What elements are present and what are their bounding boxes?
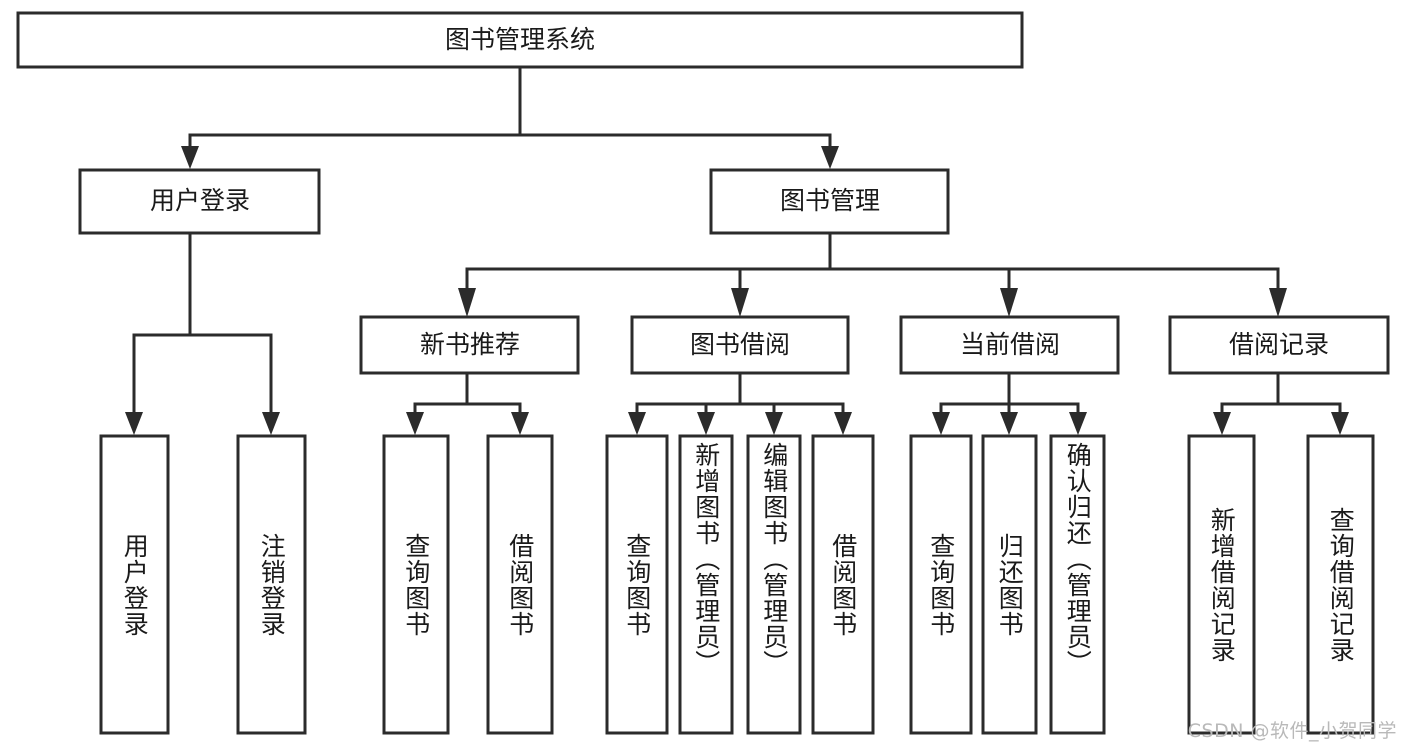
node-new-book-recommend-label: 新书推荐 (420, 330, 520, 359)
node-user-login[interactable]: 用户登录 (78, 168, 321, 235)
node-book-management-label: 图书管理 (780, 186, 880, 215)
arrow-to-leaf-rec-borrow (511, 412, 529, 435)
arrow-to-borrow-record (1269, 288, 1287, 317)
node-user-login-rect[interactable] (78, 168, 321, 235)
leaf-rect-edit-book-admin[interactable] (746, 434, 802, 735)
node-borrow-record-label: 借阅记录 (1229, 330, 1329, 359)
leaf-rect-add-borrow-record[interactable] (1187, 434, 1256, 735)
node-book-borrow[interactable]: 图书借阅 (630, 315, 850, 375)
node-user-login-label: 用户登录 (150, 186, 250, 215)
arrow-to-leaf-rec-query (406, 412, 424, 435)
leaf-rect-logout[interactable] (236, 434, 307, 735)
leaf-rect-return-book[interactable] (981, 434, 1038, 735)
arrow-to-leaf-borrow-query (628, 412, 646, 435)
arrow-to-current-borrow (1000, 288, 1018, 317)
leaf-rect-borrow-book[interactable] (811, 434, 875, 735)
leaf-rect-user-login[interactable] (99, 434, 170, 735)
csdn-watermark: CSDN @软件_小贺同学 (1187, 720, 1397, 742)
arrow-to-leaf-user-login (125, 412, 143, 435)
node-book-borrow-rect[interactable] (630, 315, 850, 375)
node-borrow-record-rect[interactable] (1168, 315, 1390, 375)
node-new-book-recommend-rect[interactable] (359, 315, 580, 375)
node-root-rect[interactable] (16, 11, 1024, 69)
arrow-to-leaf-edit-book (765, 412, 783, 435)
arrow-to-leaf-add-record (1213, 412, 1231, 435)
node-current-borrow-rect[interactable] (899, 315, 1120, 375)
arrow-to-new-book-rec (458, 288, 476, 317)
arrow-to-leaf-logout (262, 412, 280, 435)
leaf-rect-borrow-query-book[interactable] (605, 434, 669, 735)
arrow-to-book-manage (821, 146, 839, 169)
arrow-to-leaf-current-query (932, 412, 950, 435)
node-current-borrow[interactable]: 当前借阅 (899, 315, 1120, 375)
arrow-to-leaf-confirm-return (1069, 412, 1087, 435)
arrow-to-user-login (181, 146, 199, 169)
node-new-book-recommend[interactable]: 新书推荐 (359, 315, 580, 375)
leaf-rect-rec-borrow-book[interactable] (486, 434, 554, 735)
node-root[interactable]: 图书管理系统 (16, 11, 1024, 69)
leaf-rect-add-book-admin[interactable] (678, 434, 734, 735)
leaf-rect-current-query-book[interactable] (909, 434, 973, 735)
arrow-to-book-borrow (731, 288, 749, 317)
node-borrow-record[interactable]: 借阅记录 (1168, 315, 1390, 375)
node-book-management[interactable]: 图书管理 (709, 168, 950, 235)
leaf-rect-rec-query-book[interactable] (382, 434, 450, 735)
arrow-to-leaf-add-book (697, 412, 715, 435)
node-book-borrow-label: 图书借阅 (690, 330, 790, 359)
arrow-to-leaf-return-book (1000, 412, 1018, 435)
arrow-to-leaf-borrow-book (834, 412, 852, 435)
node-root-label: 图书管理系统 (445, 25, 595, 54)
leaf-rect-confirm-return-admin[interactable] (1049, 434, 1106, 735)
arrow-to-leaf-query-record (1331, 412, 1349, 435)
leaf-rect-query-borrow-record[interactable] (1306, 434, 1375, 735)
node-current-borrow-label: 当前借阅 (960, 330, 1060, 359)
connectors (125, 65, 1349, 435)
node-book-management-rect[interactable] (709, 168, 950, 235)
